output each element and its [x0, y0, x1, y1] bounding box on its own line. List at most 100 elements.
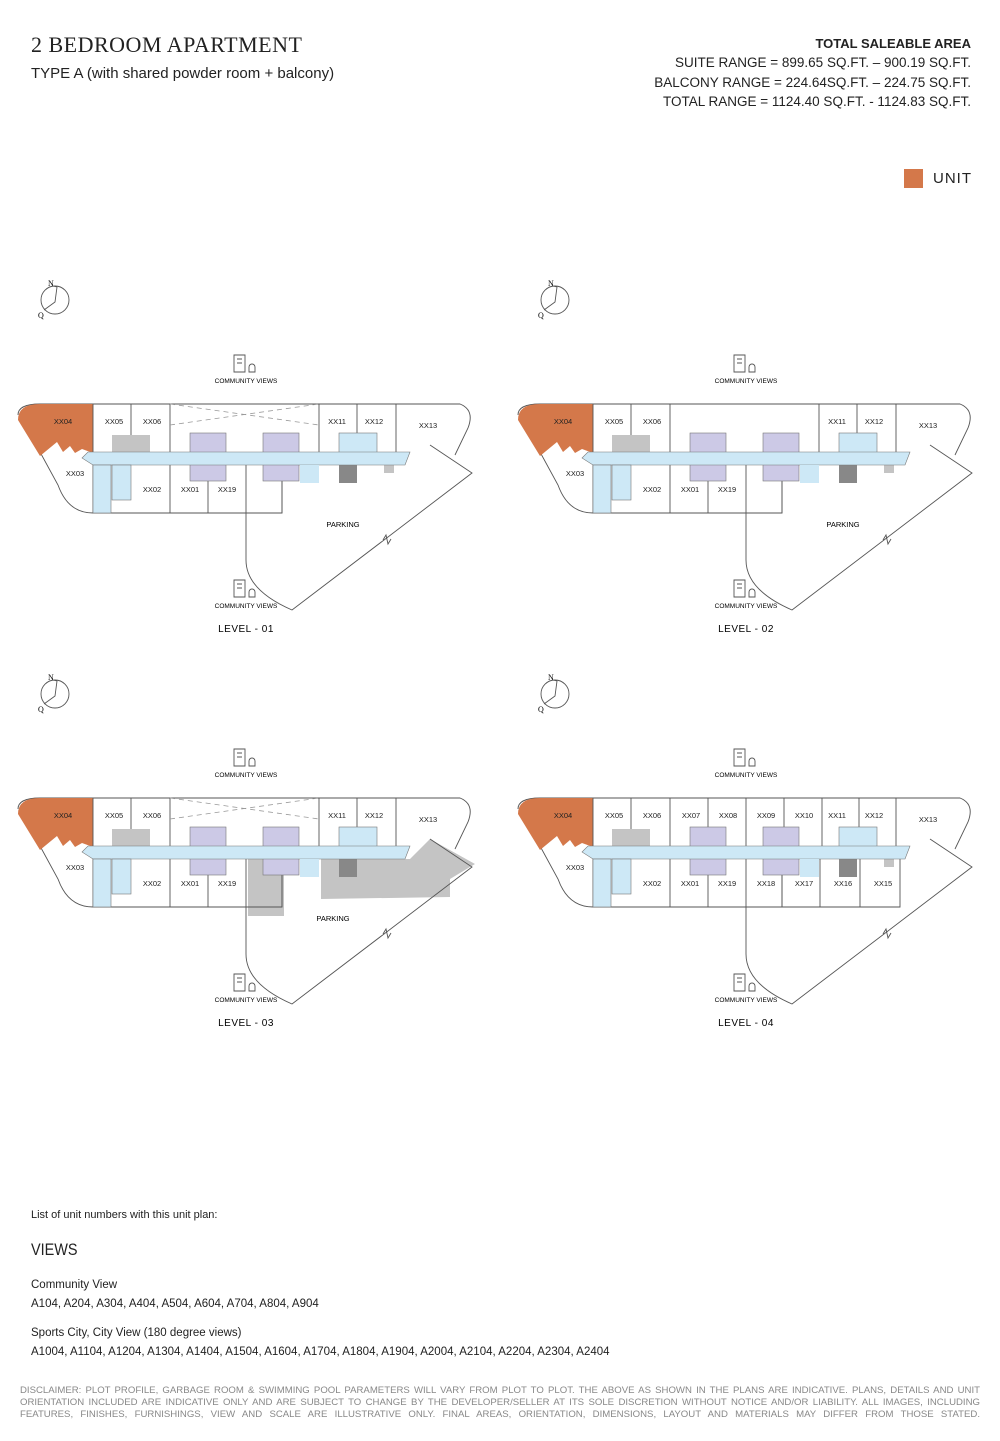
- corridor: [581, 845, 911, 860]
- view-group-name: Community View: [31, 1279, 118, 1291]
- stair-corridor: [592, 464, 612, 514]
- unit-label: XX11: [328, 811, 346, 820]
- page-title: 2 BEDROOM APARTMENT: [31, 32, 303, 57]
- parking-label: PARKING: [326, 520, 359, 529]
- legend: UNIT: [904, 169, 972, 188]
- garbage-room: [839, 859, 857, 877]
- building-tree-icon: [733, 354, 756, 373]
- unit-label: XX17: [795, 879, 813, 888]
- unit-label: XX11: [828, 811, 846, 820]
- unit-label: XX04: [554, 811, 572, 820]
- north-arrow-icon: [382, 927, 392, 940]
- parking-outline: [745, 444, 973, 611]
- highlighted-unit-xx04: [18, 404, 93, 456]
- suite-range: SUITE RANGE = 899.65 SQ.FT. – 900.19 SQ.…: [675, 55, 971, 71]
- compass-needle: [543, 285, 558, 311]
- stair-corridor: [592, 858, 612, 908]
- stair: [611, 858, 632, 895]
- service-room: [884, 859, 894, 867]
- unit-label: XX09: [757, 811, 775, 820]
- north-arrow-icon: [882, 927, 892, 940]
- total-range: TOTAL RANGE = 1124.40 SQ.FT. - 1124.83 S…: [662, 93, 971, 109]
- unit-label: XX02: [643, 879, 661, 888]
- unit-label: XX04: [554, 417, 572, 426]
- stair-corridor: [92, 858, 112, 908]
- unit-label: XX19: [718, 485, 736, 494]
- community-views-label: COMMUNITY VIEWS: [715, 997, 778, 1004]
- north-arrow-icon: [382, 533, 392, 546]
- unit-label: XX18: [757, 879, 775, 888]
- highlighted-unit-xx04: [18, 798, 93, 850]
- parking-label: PARKING: [826, 520, 859, 529]
- unit-label: XX03: [566, 469, 584, 478]
- compass-q: Q: [538, 311, 544, 320]
- parking-fill: [321, 839, 475, 899]
- void-area: [169, 797, 320, 820]
- disclaimer: DISCLAIMER: PLOT PROFILE, GARBAGE ROOM &…: [20, 1385, 980, 1420]
- stair-corridor: [92, 464, 112, 514]
- service-room: [884, 465, 894, 473]
- building-outline: [517, 403, 971, 456]
- highlighted-unit-xx04: [518, 798, 593, 850]
- building-tree-icon: [233, 973, 256, 992]
- saleable-area-block: TOTAL SALEABLE AREA SUITE RANGE = 899.65…: [654, 34, 971, 111]
- core: [112, 829, 150, 847]
- level-label: LEVEL - 03: [218, 1018, 274, 1029]
- unit-label: XX01: [681, 879, 699, 888]
- unit-label: XX08: [719, 811, 737, 820]
- compass-needle: [43, 285, 58, 311]
- compass-q: Q: [38, 311, 44, 320]
- unit-label: XX19: [718, 879, 736, 888]
- service-room: [384, 465, 394, 473]
- highlighted-unit-xx04: [518, 404, 593, 456]
- north-compass-icon: NQ: [538, 279, 570, 320]
- north-compass-icon: NQ: [38, 673, 70, 714]
- balcony-range: BALCONY RANGE = 224.64SQ.FT. – 224.75 SQ…: [654, 74, 971, 90]
- community-views-label: COMMUNITY VIEWS: [215, 603, 278, 610]
- compass-needle: [43, 679, 58, 705]
- compass-n: N: [48, 673, 54, 682]
- unit-label: XX13: [919, 815, 937, 824]
- unit-label: XX01: [181, 879, 199, 888]
- stair-core: [838, 826, 878, 848]
- compass-circle: [540, 285, 570, 315]
- unit-label: XX05: [105, 811, 123, 820]
- level-label: LEVEL - 02: [718, 624, 774, 635]
- unit-label: XX12: [365, 417, 383, 426]
- unit-legend-label: UNIT: [933, 170, 972, 187]
- unit-label: XX01: [681, 485, 699, 494]
- unit-list-intro: List of unit numbers with this unit plan…: [31, 1209, 218, 1221]
- building-outline: [17, 403, 471, 456]
- garbage-room: [339, 465, 357, 483]
- level-label: LEVEL - 01: [218, 624, 274, 635]
- unit-label: XX03: [66, 863, 84, 872]
- corridor: [81, 845, 411, 860]
- north-compass-icon: NQ: [538, 673, 570, 714]
- unit-label: XX13: [919, 421, 937, 430]
- corridor-extension: [800, 859, 819, 877]
- unit-label: XX12: [865, 417, 883, 426]
- compass-circle: [40, 285, 70, 315]
- core: [612, 829, 650, 847]
- unit-label: XX07: [682, 811, 700, 820]
- community-views-label: COMMUNITY VIEWS: [715, 603, 778, 610]
- corridor-extension: [300, 859, 319, 877]
- unit-legend-swatch: [904, 169, 923, 188]
- unit-label: XX11: [328, 417, 346, 426]
- compass-n: N: [48, 279, 54, 288]
- stair: [111, 858, 132, 895]
- building-tree-icon: [233, 354, 256, 373]
- corridor: [581, 451, 911, 466]
- unit-label: XX02: [143, 879, 161, 888]
- compass-q: Q: [38, 705, 44, 714]
- views-heading: VIEWS: [31, 1240, 78, 1259]
- core: [612, 435, 650, 453]
- unit-label: XX04: [54, 417, 72, 426]
- stair-core: [338, 826, 378, 848]
- building-tree-icon: [733, 579, 756, 598]
- unit-label: XX12: [865, 811, 883, 820]
